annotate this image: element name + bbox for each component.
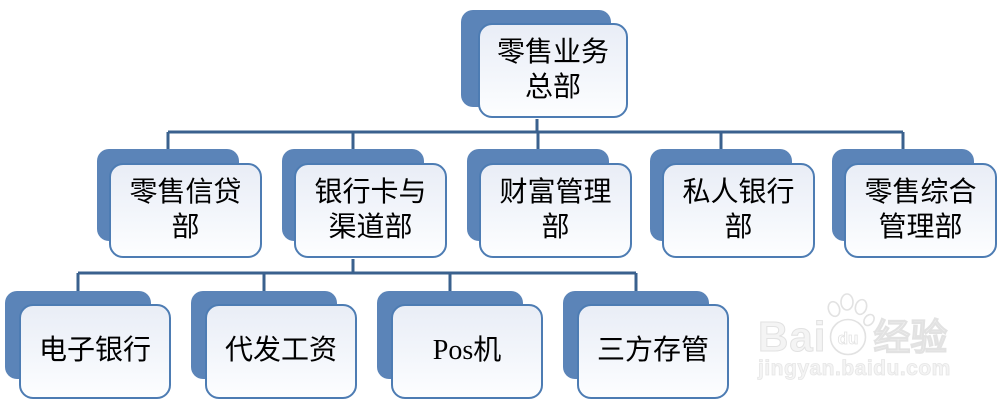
node-box: 财富管理 部 — [479, 163, 632, 258]
node-label: 电子银行 — [38, 335, 151, 367]
node-label: 三方存管 — [596, 335, 709, 367]
node-label: Pos机 — [432, 335, 502, 367]
watermark-du-text: du — [838, 329, 859, 348]
node-label: 财富管理 部 — [499, 177, 612, 243]
node-box: 零售综合 管理部 — [844, 163, 997, 258]
watermark-jingyan-text: 经验 — [873, 317, 948, 358]
node-label: 零售综合 管理部 — [864, 177, 977, 243]
node-box: 私人银行 部 — [662, 163, 815, 258]
node-box: 零售信贷 部 — [109, 163, 262, 258]
watermark-url: jingyan.baidu.com — [758, 357, 951, 381]
node-label: 零售业务 总部 — [496, 37, 609, 103]
baidu-jingyan-watermark: Bai du 经验 jingyan.baidu.com — [757, 292, 978, 381]
node-label: 零售信贷 部 — [129, 177, 242, 243]
node-box: 电子银行 — [19, 304, 171, 399]
node-box: 零售业务 总部 — [478, 23, 628, 118]
watermark-bai-text: Bai — [757, 313, 827, 361]
node-box: 银行卡与 渠道部 — [294, 163, 447, 258]
watermark-brand: Bai du 经验 — [757, 292, 978, 361]
node-box: 三方存管 — [577, 304, 729, 399]
node-label: 私人银行 部 — [682, 177, 795, 243]
node-box: Pos机 — [391, 304, 543, 399]
baidu-paw-icon: du — [827, 293, 876, 356]
node-label: 代发工资 — [224, 335, 337, 367]
node-label: 银行卡与 渠道部 — [314, 177, 427, 243]
node-box: 代发工资 — [205, 304, 357, 399]
